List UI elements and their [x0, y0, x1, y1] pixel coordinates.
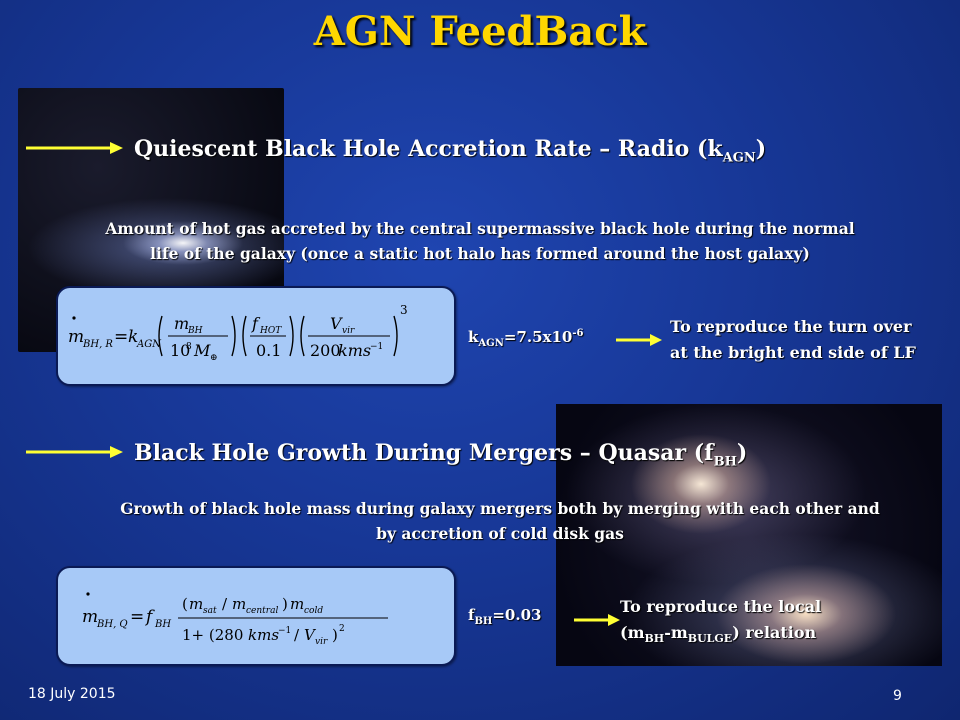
svg-text:8: 8: [186, 342, 192, 352]
section1-heading-sub: AGN: [722, 150, 756, 166]
svg-text:kms: kms: [248, 626, 279, 644]
svg-text:200: 200: [310, 341, 341, 360]
svg-text:V: V: [330, 314, 343, 333]
svg-text:/: /: [294, 626, 300, 644]
svg-text:0.1: 0.1: [256, 341, 281, 360]
arrow-right-icon: [26, 446, 123, 458]
section1-note-line1: To reproduce the turn over: [670, 317, 912, 336]
k-agn-param-exp: -6: [572, 328, 584, 339]
svg-text:m: m: [174, 314, 189, 333]
k-agn-param-main: k: [468, 328, 479, 346]
section2-description-line2: by accretion of cold disk gas: [376, 524, 624, 543]
note-mbulge-dash: -m: [664, 623, 688, 642]
section2-heading-text: Black Hole Growth During Mergers – Quasa…: [134, 440, 714, 466]
svg-text:V: V: [304, 626, 317, 644]
section2-note: To reproduce the local (mBH-mBULGE) rela…: [620, 594, 821, 652]
svg-text:): ): [282, 595, 288, 613]
section2-note-line1: To reproduce the local: [620, 597, 822, 616]
k-agn-param-sub: AGN: [478, 338, 504, 349]
equation-quasar-mode: m BH, Q = f BH ( m sat / m central ) m c…: [56, 566, 456, 666]
svg-text:=: =: [130, 607, 144, 627]
equation-radio-mode: m BH, R = k AGN m BH 10 8 M ⊕ f HOT 0.1 …: [56, 286, 456, 386]
section2-description-line1: Growth of black hole mass during galaxy …: [120, 499, 880, 518]
section1-note: To reproduce the turn over at the bright…: [670, 314, 916, 366]
section2-heading: Black Hole Growth During Mergers – Quasa…: [134, 440, 747, 469]
f-bh-param-sub: BH: [474, 616, 493, 627]
svg-text:−1: −1: [370, 342, 383, 352]
svg-text:3: 3: [400, 303, 408, 317]
svg-text:2: 2: [339, 624, 345, 634]
f-bh-param-value: =0.03: [492, 606, 542, 624]
svg-text:−1: −1: [278, 626, 291, 636]
small-arrow-right-icon: [616, 334, 662, 346]
section1-heading-text: Quiescent Black Hole Accretion Rate – Ra…: [134, 136, 723, 162]
section1-description: Amount of hot gas accreted by the centra…: [0, 216, 960, 266]
equation-quasar-formula: m BH, Q = f BH ( m sat / m central ) m c…: [82, 592, 388, 647]
svg-text:sat: sat: [203, 606, 217, 616]
svg-text:10: 10: [170, 341, 190, 360]
svg-text:vir: vir: [342, 326, 355, 336]
svg-text:(: (: [182, 595, 188, 613]
svg-text:HOT: HOT: [259, 326, 282, 336]
svg-text:cold: cold: [304, 606, 323, 616]
svg-text:m: m: [189, 595, 203, 613]
svg-text:M: M: [193, 341, 211, 360]
svg-text:1+ (280: 1+ (280: [182, 626, 243, 644]
svg-text:vir: vir: [315, 637, 328, 647]
note-mbh-sub: BH: [644, 632, 665, 646]
equation-radio-formula: m BH, R = k AGN m BH 10 8 M ⊕ f HOT 0.1 …: [68, 303, 408, 363]
svg-text:/: /: [222, 595, 228, 613]
k-agn-parameter: kAGN=7.5x10-6: [468, 328, 583, 349]
note-relation-text: ) relation: [732, 623, 817, 642]
section1-description-line1: Amount of hot gas accreted by the centra…: [105, 219, 855, 238]
svg-text:f: f: [251, 314, 261, 333]
arrow-right-icon: [26, 142, 123, 154]
section1-description-line2: life of the galaxy (once a static hot ha…: [150, 244, 810, 263]
note-mbh-open: (m: [620, 623, 645, 642]
footer-page-number: 9: [893, 688, 902, 704]
svg-text:=: =: [114, 327, 128, 347]
section1-heading-close: ): [755, 136, 767, 162]
svg-text:kms: kms: [338, 341, 371, 360]
section2-heading-sub: BH: [713, 454, 737, 470]
svg-text:): ): [332, 626, 338, 644]
k-agn-param-value: =7.5x10: [503, 328, 573, 346]
section2-heading-close: ): [736, 440, 748, 466]
f-bh-param-main: f: [468, 606, 475, 624]
svg-text:AGN: AGN: [136, 339, 162, 350]
f-bh-parameter: fBH=0.03: [468, 606, 541, 627]
svg-text:m: m: [290, 595, 304, 613]
svg-text:m: m: [82, 607, 98, 627]
section1-heading: Quiescent Black Hole Accretion Rate – Ra…: [134, 136, 766, 165]
section1-note-line2: at the bright end side of LF: [670, 343, 916, 362]
small-arrow-right-icon: [574, 614, 620, 626]
footer-date: 18 July 2015: [28, 686, 116, 702]
note-mbulge-sub: BULGE: [687, 632, 733, 646]
slide-title: AGN FeedBack: [313, 8, 647, 55]
merging-galaxies-image: [556, 404, 942, 666]
svg-text:f: f: [144, 607, 155, 627]
svg-text:BH: BH: [187, 326, 203, 336]
svg-text:m: m: [68, 327, 84, 347]
svg-text:BH: BH: [154, 619, 171, 630]
svg-text:central: central: [246, 606, 278, 616]
svg-text:BH, Q: BH, Q: [96, 619, 128, 630]
svg-text:k: k: [128, 327, 138, 347]
svg-text:BH, R: BH, R: [82, 339, 113, 350]
section2-note-line2: (mBH-mBULGE) relation: [620, 620, 821, 652]
section2-description: Growth of black hole mass during galaxy …: [40, 496, 960, 546]
svg-text:⊕: ⊕: [210, 353, 218, 363]
svg-text:m: m: [232, 595, 246, 613]
